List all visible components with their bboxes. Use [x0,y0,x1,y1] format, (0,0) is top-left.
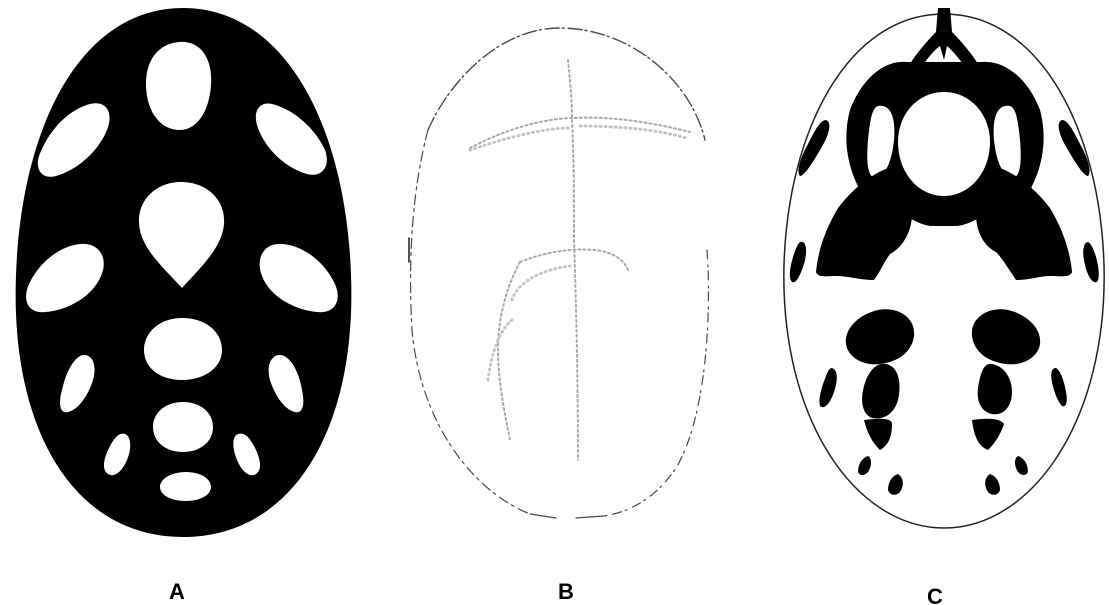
panel-b-outline [428,28,705,140]
panel-b-shape [409,28,708,518]
panel-c-left-blob [816,168,912,280]
panel-c-left-wedge [864,419,892,450]
panel-c-left-lower-blob [862,364,899,419]
panel-c-left-mid-blob [846,309,914,364]
panel-c-left-crescent-mid [790,242,806,283]
panel-c-left-low-mark [858,456,871,475]
panel-b-stipple-2 [470,126,686,380]
panel-c-right-wedge [972,419,1004,450]
panel-c-shape [784,8,1104,528]
panel-c-right-blob [976,168,1072,280]
panel-c-right-low-mark [1015,456,1028,475]
panel-c-right-bottom-mark [985,474,1000,495]
panel-c-right-mid-blob [972,309,1040,364]
panel-c-right-lower-blob [978,364,1012,414]
panel-b-outline-right [604,250,708,516]
panel-b-outline-left [411,130,530,514]
panel-b-outline-bottom [530,514,604,518]
panel-c-patches [790,8,1099,495]
panel-label-a: A [169,581,185,603]
panel-a-body [16,8,352,537]
panel-c-left-bottom-mark [888,474,903,495]
panel-c-left-side-mark [819,368,836,407]
panel-a-shape [16,8,352,537]
panel-b-stipple [470,60,690,460]
panel-label-c: C [927,586,943,605]
panel-c-right-crescent-mid [1083,242,1099,282]
panel-label-b: B [558,581,574,603]
panel-c-right-side-mark [1051,368,1067,406]
